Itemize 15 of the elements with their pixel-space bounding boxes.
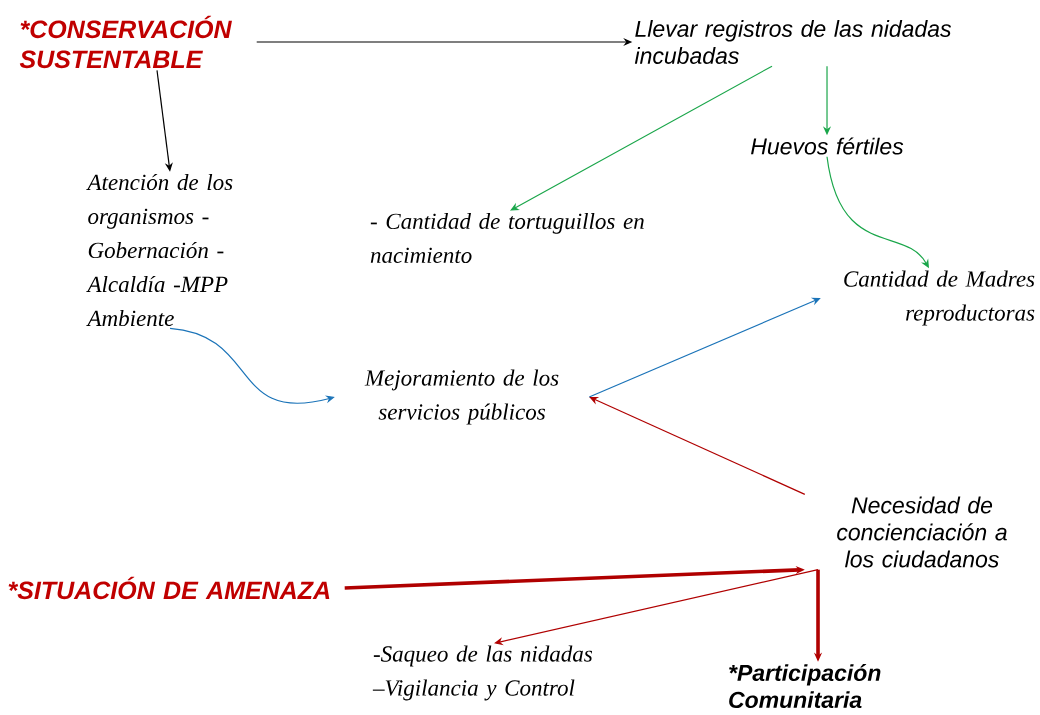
heading-text: *CONSERVACIÓN SUSTENTABLE: [19, 15, 232, 69]
step-text: -Saqueo de las nidadas –Vigilancia y Control: [372, 645, 593, 701]
arrow: [588, 297, 821, 398]
arrow: [510, 65, 773, 211]
step-text: Huevos fértiles: [751, 137, 904, 155]
step-text: Llevar registros de las nidadas incubadas: [634, 20, 951, 64]
arrow: [494, 569, 819, 646]
step-text: Mejoramiento de los servicios públicos: [364, 369, 559, 425]
heading-text: *SITUACIÓN DE AMENAZA: [8, 576, 330, 600]
step-text: Atención de los organismos - Gobernación - Alcaldía -MPP Ambiente: [86, 173, 233, 327]
step-text: Cantidad de Madres reproductoras: [844, 270, 1035, 326]
arrow: [589, 397, 806, 495]
heading-text: *Participación Comunitaria: [729, 663, 881, 709]
step-text: Necesidad de concienciación a los ciudadanos: [837, 496, 1007, 568]
step-text: - Cantidad de tortuguillos en nacimiento: [370, 212, 644, 264]
